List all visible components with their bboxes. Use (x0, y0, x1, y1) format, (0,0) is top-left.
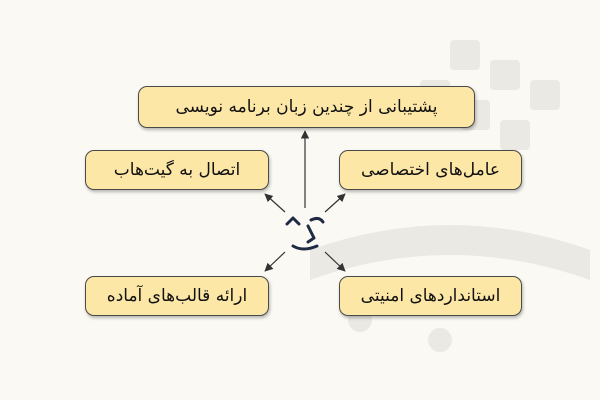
node-github-connection: اتصال به گیت‌هاب (85, 150, 269, 190)
arrow-to-right-lower (324, 251, 346, 272)
node-custom-agents: عامل‌های اختصاصی (339, 150, 522, 190)
node-label: استانداردهای امنیتی (360, 286, 501, 306)
arrow-to-left-upper (264, 193, 286, 213)
node-security-standards: استانداردهای امنیتی (339, 276, 522, 316)
arrow-to-left-lower (264, 251, 286, 272)
node-label: ارائه قالب‌های آماده (106, 286, 248, 306)
node-ready-templates: ارائه قالب‌های آماده (85, 276, 269, 316)
node-label: پشتیبانی از چندین زبان برنامه نویسی (175, 97, 438, 117)
copilot-face-icon (285, 216, 325, 251)
node-label: عامل‌های اختصاصی (360, 160, 501, 180)
arrow-to-right-upper (324, 193, 346, 213)
node-label: اتصال به گیت‌هاب (113, 160, 241, 180)
node-multi-language-support: پشتیبانی از چندین زبان برنامه نویسی (138, 86, 475, 128)
